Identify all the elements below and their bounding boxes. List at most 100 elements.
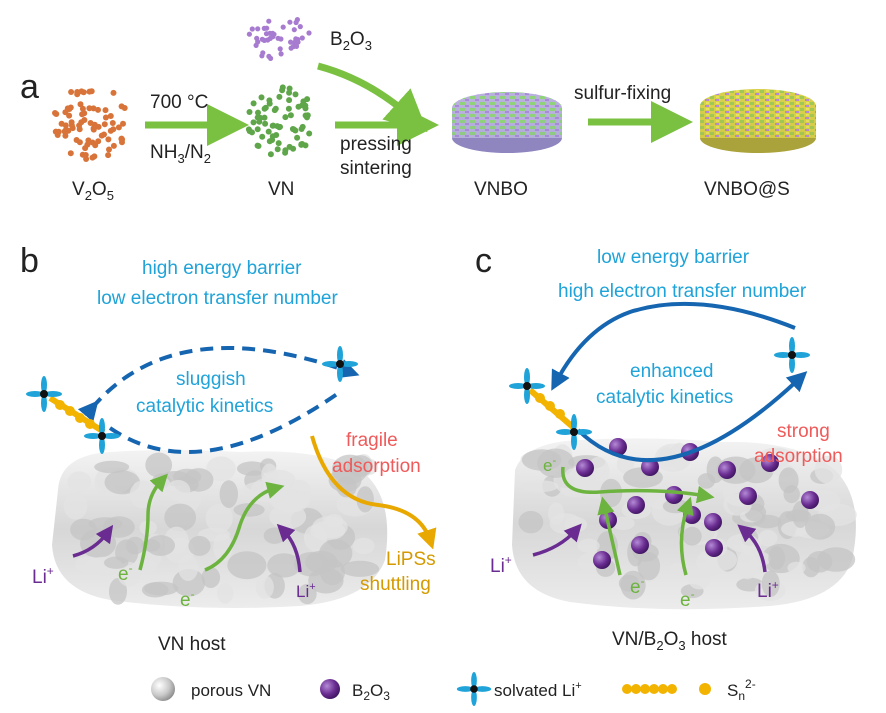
li-core <box>470 685 478 693</box>
particle <box>118 103 125 110</box>
host-texture <box>104 556 129 569</box>
particle <box>278 36 284 42</box>
c-li-label-1: Li+ <box>490 553 512 577</box>
particle <box>266 100 273 107</box>
particle <box>273 132 280 138</box>
particle <box>262 120 269 127</box>
host-texture <box>94 460 130 474</box>
particle <box>79 111 86 118</box>
particle <box>68 89 75 95</box>
host-texture <box>778 467 799 494</box>
li-core <box>336 360 344 368</box>
host-texture <box>166 479 191 502</box>
particle <box>280 24 286 30</box>
li-petal <box>571 414 577 432</box>
particle <box>79 105 86 112</box>
particle <box>83 156 90 162</box>
legend-solvated-li-icon <box>456 671 492 707</box>
li-core <box>788 351 796 359</box>
li-petal <box>524 368 530 386</box>
host-texture <box>236 461 268 476</box>
particle <box>266 53 272 60</box>
host-texture <box>520 480 559 493</box>
particle <box>52 110 58 116</box>
b-electron-path-1 <box>138 473 168 571</box>
b-ads1: fragile <box>346 430 398 451</box>
host-texture <box>805 513 836 540</box>
c-energy-barrier: low energy barrier <box>597 247 750 268</box>
legend: porous VN B2O3 solvated Li+ Sn2- <box>151 671 756 707</box>
b2o3-particles <box>246 17 312 62</box>
particle <box>286 97 293 104</box>
li-petal <box>527 383 545 389</box>
b2o3-sphere <box>641 458 659 476</box>
particle <box>297 24 303 30</box>
li-petal <box>509 383 527 389</box>
host-texture <box>205 503 233 533</box>
c-arc-lower <box>576 371 808 463</box>
li-petal <box>84 433 102 439</box>
particle <box>77 101 84 108</box>
host-texture <box>267 553 301 578</box>
b-li-path-2 <box>276 523 302 573</box>
b-shut2: shuttling <box>360 574 431 595</box>
li-petal <box>789 337 795 355</box>
particle <box>64 105 71 112</box>
host-texture <box>125 536 145 555</box>
b-solvated-li-icon-left <box>26 376 62 412</box>
particle <box>265 128 272 135</box>
particle <box>249 26 255 32</box>
c-solvated-li-icon-right <box>774 337 810 373</box>
particle <box>107 113 114 119</box>
c-polysulfide-chain <box>528 387 576 431</box>
b2o3-label: B2O3 <box>330 29 372 53</box>
li-petal <box>789 355 795 373</box>
particle <box>275 140 282 147</box>
host-texture <box>255 575 274 599</box>
b-host-label: VN host <box>158 634 226 655</box>
b-li-label-2: Li+ <box>296 581 316 601</box>
particle <box>299 35 305 41</box>
host-texture <box>620 570 646 600</box>
particle <box>78 119 85 126</box>
particle <box>110 89 117 96</box>
b-li-label-1: Li+ <box>32 564 54 588</box>
b-dashed-arc-lower <box>108 390 342 454</box>
particle <box>262 104 269 111</box>
li-petal <box>337 364 343 382</box>
vn-particles <box>245 84 313 158</box>
particle <box>259 133 266 140</box>
particle <box>266 18 272 24</box>
v2o5-particles <box>52 88 128 162</box>
particle <box>87 120 94 126</box>
b2o3-sphere <box>631 536 649 554</box>
particle <box>267 30 273 36</box>
c-electron-transfer: high electron transfer number <box>558 281 807 302</box>
particle <box>304 112 311 119</box>
c-kin2: catalytic kinetics <box>596 387 733 408</box>
c-electron-path-1 <box>561 466 715 504</box>
b-solvated-li-icon-lower <box>84 418 120 454</box>
particle <box>287 19 293 25</box>
particle <box>120 120 126 127</box>
particle <box>105 136 112 143</box>
host-texture <box>233 503 265 517</box>
b-dashed-arc-upper <box>77 345 360 423</box>
panel-c-letter: c <box>475 242 492 280</box>
li-petal <box>556 429 574 435</box>
li-petal <box>41 394 47 412</box>
arrow-b2o3 <box>317 62 428 133</box>
particle <box>267 35 273 42</box>
host-texture <box>145 452 173 478</box>
particle <box>274 146 281 153</box>
b-energy-barrier: high energy barrier <box>142 258 302 279</box>
li-petal <box>471 688 477 707</box>
li-petal <box>99 418 105 436</box>
particle <box>118 135 125 142</box>
particle <box>105 152 112 159</box>
particle <box>76 139 83 146</box>
particle <box>246 31 252 37</box>
host-texture <box>219 480 238 508</box>
particle <box>267 151 274 158</box>
